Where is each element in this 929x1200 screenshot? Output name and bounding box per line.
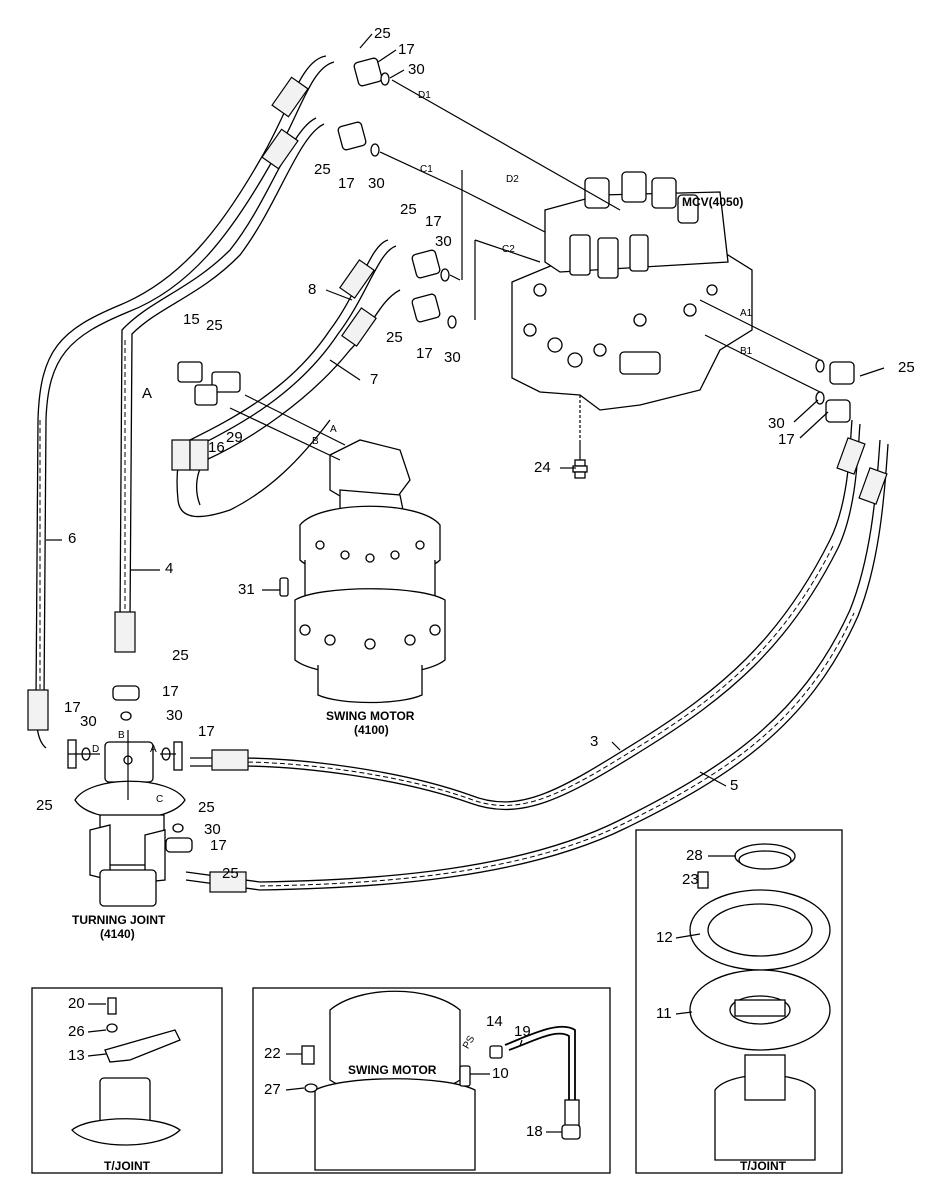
callout-25: 25 [374,25,391,42]
callout-25: 25 [898,359,915,376]
callout-30: 30 [368,175,385,192]
port-c2: C2 [502,244,515,255]
hose-4 [119,117,317,621]
callout-12: 12 [656,929,673,946]
callout-25: 25 [172,647,189,664]
callout-17: 17 [425,213,442,230]
reference-lines [68,79,821,800]
callout-24: 24 [534,459,551,476]
hose-5 [185,439,881,883]
tjoint-left-caption: T/JOINT [104,1159,151,1173]
port-d1: D1 [418,90,431,101]
port-d2: D2 [506,174,519,185]
callout-28: 28 [686,847,703,864]
port-b1: B1 [740,346,753,357]
callout-27: 27 [264,1081,281,1098]
callout-14: 14 [486,1013,503,1030]
port-b-motor: B [312,436,319,447]
callout-25: 25 [206,317,223,334]
fittings [67,57,855,853]
callout-18: 18 [526,1123,543,1140]
callout-31: 31 [238,581,255,598]
callout-30: 30 [444,349,461,366]
callout-25: 25 [400,201,417,218]
callout-17: 17 [198,723,215,740]
swing-motor-caption: SWING MOTOR [326,709,415,723]
port-a-tj: A [150,744,157,755]
callout-11: 11 [656,1005,672,1022]
callout-17: 17 [416,345,433,362]
callout-30: 30 [204,821,221,838]
hose-sleeves [27,76,888,893]
swing-motor-code: (4100) [354,723,389,737]
turning-joint-code: (4140) [100,927,135,941]
callout-17: 17 [64,699,81,716]
swing-motor [294,439,446,704]
turning-joint [74,741,186,907]
inset-left-content [71,997,181,1146]
port-b-tj: B [118,730,125,741]
port-a-left: A [142,385,152,402]
callout-29: 29 [226,429,243,446]
inset-center-content [301,990,581,1171]
callout-17: 17 [398,41,415,58]
callouts: 25 17 30 25 17 30 25 17 30 25 17 30 15 2… [36,25,915,1140]
callout-22: 22 [264,1045,281,1062]
callout-13: 13 [68,1047,85,1064]
port-d-tj: D [92,744,99,755]
callout-8: 8 [308,281,316,298]
callout-20: 20 [68,995,85,1012]
callout-10: 10 [492,1065,509,1082]
callout-30: 30 [435,233,452,250]
captions: MCV(4050) SWING MOTOR (4100) TURNING JOI… [72,195,787,1173]
port-a-motor: A [330,424,337,435]
callout-25: 25 [314,161,331,178]
callout-17: 17 [338,175,355,192]
callout-30: 30 [408,61,425,78]
mcv-caption: MCV(4050) [682,195,743,209]
callout-30: 30 [768,415,785,432]
port-c-tj: C [156,794,163,805]
tjoint-right-caption: T/JOINT [740,1159,787,1173]
swing-motor-inset-caption: SWING MOTOR [348,1063,437,1077]
port-c1: C1 [420,164,433,175]
callout-15: 15 [183,311,200,328]
main-control-valve [511,171,753,411]
callout-30: 30 [166,707,183,724]
turning-joint-caption: TURNING JOINT [72,913,166,927]
callout-25: 25 [222,865,239,882]
callout-3: 3 [590,733,598,750]
callout-17: 17 [778,431,795,448]
port-a1: A1 [740,308,753,319]
hose-3 [190,419,853,803]
callout-19: 19 [514,1023,531,1040]
callout-4: 4 [165,560,173,577]
callout-25: 25 [198,799,215,816]
pin-31 [279,577,289,597]
callout-25: 25 [36,797,53,814]
bolt-24 [572,395,588,479]
leader-lines [46,33,885,1133]
callout-16: 16 [208,439,225,456]
callout-25: 25 [386,329,403,346]
callout-26: 26 [68,1023,85,1040]
callout-17: 17 [210,837,227,854]
callout-17: 17 [162,683,179,700]
callout-30: 30 [80,713,97,730]
callout-6: 6 [68,530,76,547]
callout-7: 7 [370,371,378,388]
callout-23: 23 [682,871,699,888]
inset-right-content [689,843,831,1161]
callout-5: 5 [730,777,738,794]
